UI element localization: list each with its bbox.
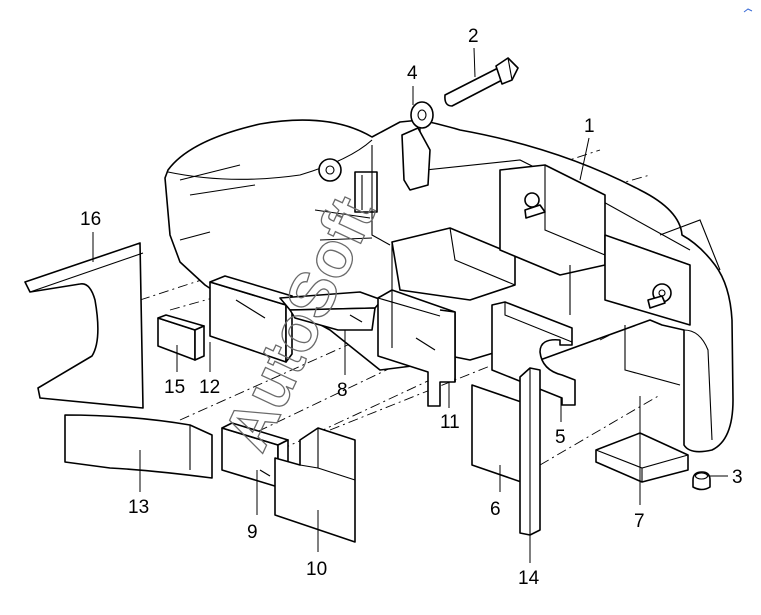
part-10-l-block xyxy=(274,427,356,543)
callout-13: 13 xyxy=(128,497,149,518)
callout-4: 4 xyxy=(407,63,418,84)
callout-8: 8 xyxy=(337,380,348,401)
part-11-stepped-block xyxy=(377,289,456,407)
callout-5: 5 xyxy=(555,427,566,448)
hatching xyxy=(235,299,436,477)
callout-numbers: 1 2 3 4 5 6 7 8 9 10 11 12 13 14 15 16 xyxy=(80,26,743,589)
callout-3: 3 xyxy=(732,467,743,488)
callout-15: 15 xyxy=(164,377,185,398)
part-15-small-block xyxy=(157,314,205,361)
callout-10: 10 xyxy=(306,559,327,580)
part-1-main-housing xyxy=(164,119,734,453)
leader-lines xyxy=(92,47,728,563)
part-14-tall-board xyxy=(519,367,541,536)
callout-2: 2 xyxy=(468,26,479,47)
callout-6: 6 xyxy=(490,499,501,520)
callout-7: 7 xyxy=(634,511,645,532)
part-12-block xyxy=(209,275,293,363)
callout-16: 16 xyxy=(80,209,101,230)
part-16-bent-plate xyxy=(24,242,144,409)
callout-11: 11 xyxy=(440,412,460,433)
part-7-slab xyxy=(595,432,689,483)
callout-14: 14 xyxy=(518,568,540,589)
corner-mark xyxy=(743,8,753,13)
part-5-notched-plate xyxy=(491,301,576,406)
callout-1: 1 xyxy=(584,116,595,137)
part-8-strip xyxy=(279,291,383,331)
part-3-plug xyxy=(692,471,711,491)
part-4-washer xyxy=(410,101,434,129)
part-13-wavy-block xyxy=(64,414,213,479)
callout-12: 12 xyxy=(199,377,220,398)
callout-9: 9 xyxy=(247,522,258,543)
part-2-bolt xyxy=(444,57,519,107)
